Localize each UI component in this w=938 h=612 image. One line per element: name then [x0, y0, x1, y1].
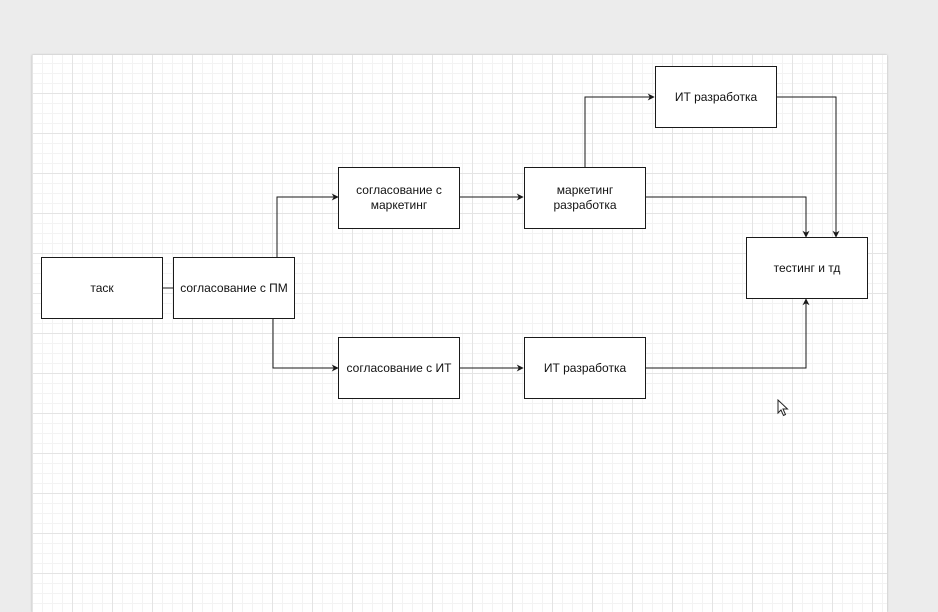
node-marketing-dev-label: маркетинг разработка [553, 183, 617, 212]
node-task-label: таск [90, 280, 114, 295]
node-marketing-dev[interactable]: маркетинг разработка [524, 167, 646, 229]
node-marketing-approval[interactable]: согласование с маркетинг [338, 167, 460, 229]
edge-pm-to-mkt-approval[interactable] [276, 193, 339, 257]
diagram-canvas[interactable]: таск согласование с ПМ согласование с ма… [32, 55, 887, 612]
edge-pm-to-it-approval[interactable] [272, 318, 339, 372]
node-marketing-approval-label: согласование с маркетинг [356, 183, 442, 212]
mouse-cursor-icon [777, 399, 789, 417]
node-it-dev-bottom[interactable]: ИТ разработка [524, 337, 646, 399]
node-pm-approval-label: согласование с ПМ [180, 280, 288, 295]
node-it-dev-top[interactable]: ИТ разработка [655, 66, 777, 128]
connectors-layer [163, 93, 840, 372]
edge-mkt-dev-to-it-dev-top[interactable] [584, 93, 655, 167]
node-task[interactable]: таск [41, 257, 163, 319]
edge-it-dev-top-to-testing[interactable] [777, 96, 840, 238]
node-testing-label: тестинг и тд [773, 260, 841, 275]
node-it-approval[interactable]: согласование с ИТ [338, 337, 460, 399]
node-it-approval-label: согласование с ИТ [346, 360, 452, 375]
node-testing[interactable]: тестинг и тд [746, 237, 868, 299]
node-pm-approval[interactable]: согласование с ПМ [173, 257, 295, 319]
edge-mkt-dev-to-testing[interactable] [646, 196, 810, 238]
node-it-dev-bottom-label: ИТ разработка [543, 360, 627, 375]
node-it-dev-top-label: ИТ разработка [674, 89, 758, 104]
edge-it-dev-bottom-to-testing[interactable] [646, 298, 810, 369]
